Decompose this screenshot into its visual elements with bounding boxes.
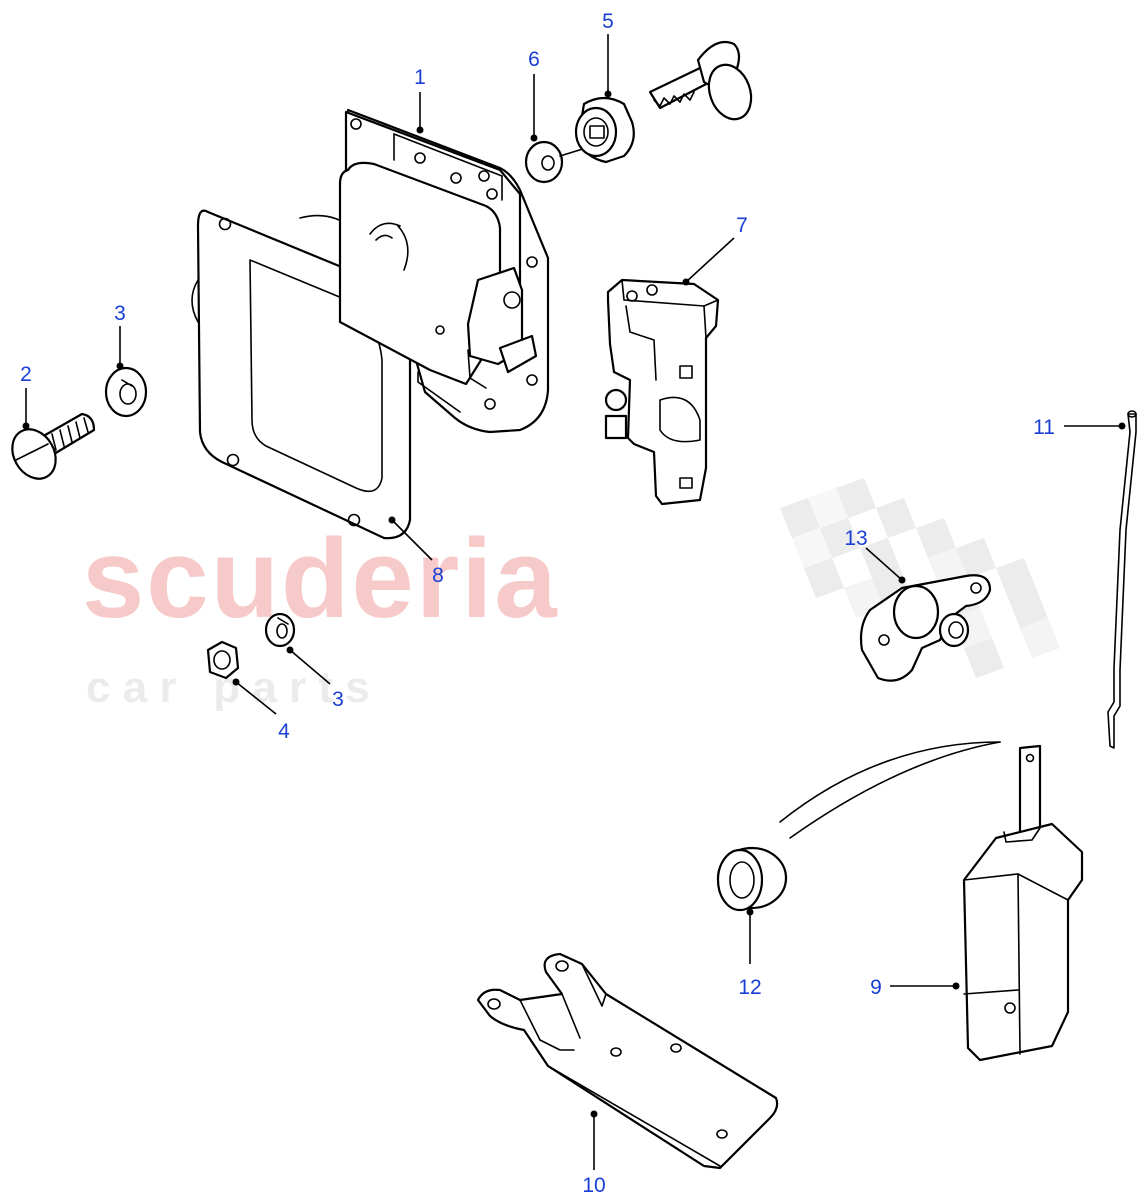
callout-6: 6	[528, 48, 540, 142]
callout-label-10: 10	[582, 1174, 605, 1197]
callout-1: 1	[414, 66, 426, 134]
callout-label-1: 1	[414, 66, 426, 89]
callout-label-9: 9	[870, 976, 882, 999]
part-10-bracket	[476, 952, 779, 1170]
callout-label-3-upper: 3	[114, 302, 126, 325]
part-1-lock-body	[338, 108, 550, 434]
callout-3-lower: 3	[286, 646, 344, 711]
callout-9: 9	[870, 976, 960, 999]
callout-8: 8	[388, 516, 444, 587]
part-3-spring-washer-upper	[104, 366, 148, 418]
part-12-grommet	[716, 846, 788, 912]
part-2-screw	[11, 412, 96, 480]
part-5-lock-barrel	[574, 96, 635, 164]
callout-3-upper: 3	[114, 302, 126, 370]
part-13-actuator-mount	[859, 574, 992, 682]
part-7-striker-bracket	[604, 278, 720, 506]
callout-7: 7	[682, 214, 748, 286]
part-6-washer	[524, 140, 587, 184]
callout-label-6: 6	[528, 48, 540, 71]
callout-label-7: 7	[736, 214, 748, 237]
callout-label-13: 13	[844, 527, 867, 550]
part-3-spring-washer-lower	[264, 612, 296, 648]
callout-13: 13	[844, 527, 906, 584]
callout-12: 12	[738, 908, 762, 999]
key	[648, 40, 753, 121]
part-4-nut	[206, 640, 240, 680]
callout-label-2: 2	[20, 363, 32, 386]
callout-label-12: 12	[738, 976, 761, 999]
callout-2: 2	[20, 363, 32, 430]
callout-label-3-lower: 3	[332, 688, 344, 711]
callout-4: 4	[232, 678, 290, 743]
cable	[779, 741, 1001, 839]
callout-10: 10	[582, 1110, 606, 1197]
callout-label-11: 11	[1033, 416, 1055, 439]
callout-label-5: 5	[602, 10, 614, 33]
part-11-rod	[1107, 410, 1137, 749]
watermark-brand: scuderia	[82, 516, 559, 641]
callout-label-8: 8	[432, 564, 444, 587]
callout-label-4: 4	[278, 720, 290, 743]
callout-5: 5	[602, 10, 614, 98]
callout-11: 11	[1033, 416, 1126, 439]
part-9-actuator	[962, 744, 1084, 1062]
